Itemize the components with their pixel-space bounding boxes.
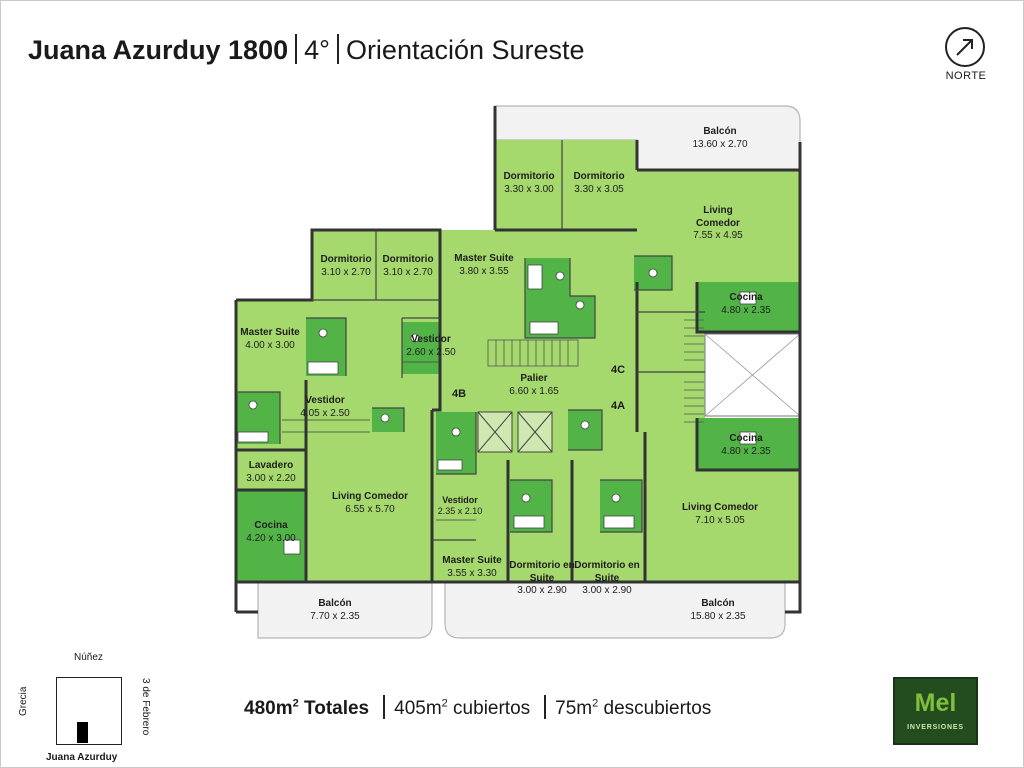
- closets: [282, 361, 476, 521]
- page-title: Juana Azurduy 1800 4° Orientación Sureste: [28, 31, 585, 69]
- location-marker: [77, 722, 88, 743]
- balcony-bottom-left: [257, 581, 433, 639]
- north-arrow-icon: [945, 27, 985, 67]
- north-label: NORTE: [945, 70, 987, 82]
- walls: [234, 106, 802, 614]
- title-divider: [295, 34, 298, 64]
- wet-areas: [236, 256, 800, 582]
- mel-inversiones-logo: Mel INVERSIONES: [893, 677, 978, 745]
- building-name: Juana Azurduy 1800: [28, 35, 289, 65]
- orientation-label: Orientación Sureste: [345, 35, 585, 65]
- totals-divider: [383, 695, 386, 719]
- totals-divider: [544, 695, 547, 719]
- stairs: [487, 319, 704, 423]
- unit-4c-label: 4C: [611, 364, 626, 376]
- street-south: Juana Azurduy: [46, 752, 118, 763]
- elevators: [477, 411, 553, 453]
- floor-label: 4°: [304, 35, 330, 65]
- unit-4b-label: 4B: [452, 388, 467, 400]
- partitions: [236, 140, 705, 541]
- fixtures: [237, 264, 757, 555]
- balcony-bottom-right: [444, 581, 786, 639]
- balconies: [257, 105, 801, 639]
- street-west: Grecia: [18, 686, 29, 716]
- title-divider: [336, 34, 339, 64]
- street-north: Núñez: [74, 652, 103, 663]
- unit-4a-label: 4A: [611, 400, 626, 412]
- street-east: 3 de Febrero: [140, 678, 151, 736]
- light-well: [704, 333, 801, 417]
- location-map: [56, 677, 122, 745]
